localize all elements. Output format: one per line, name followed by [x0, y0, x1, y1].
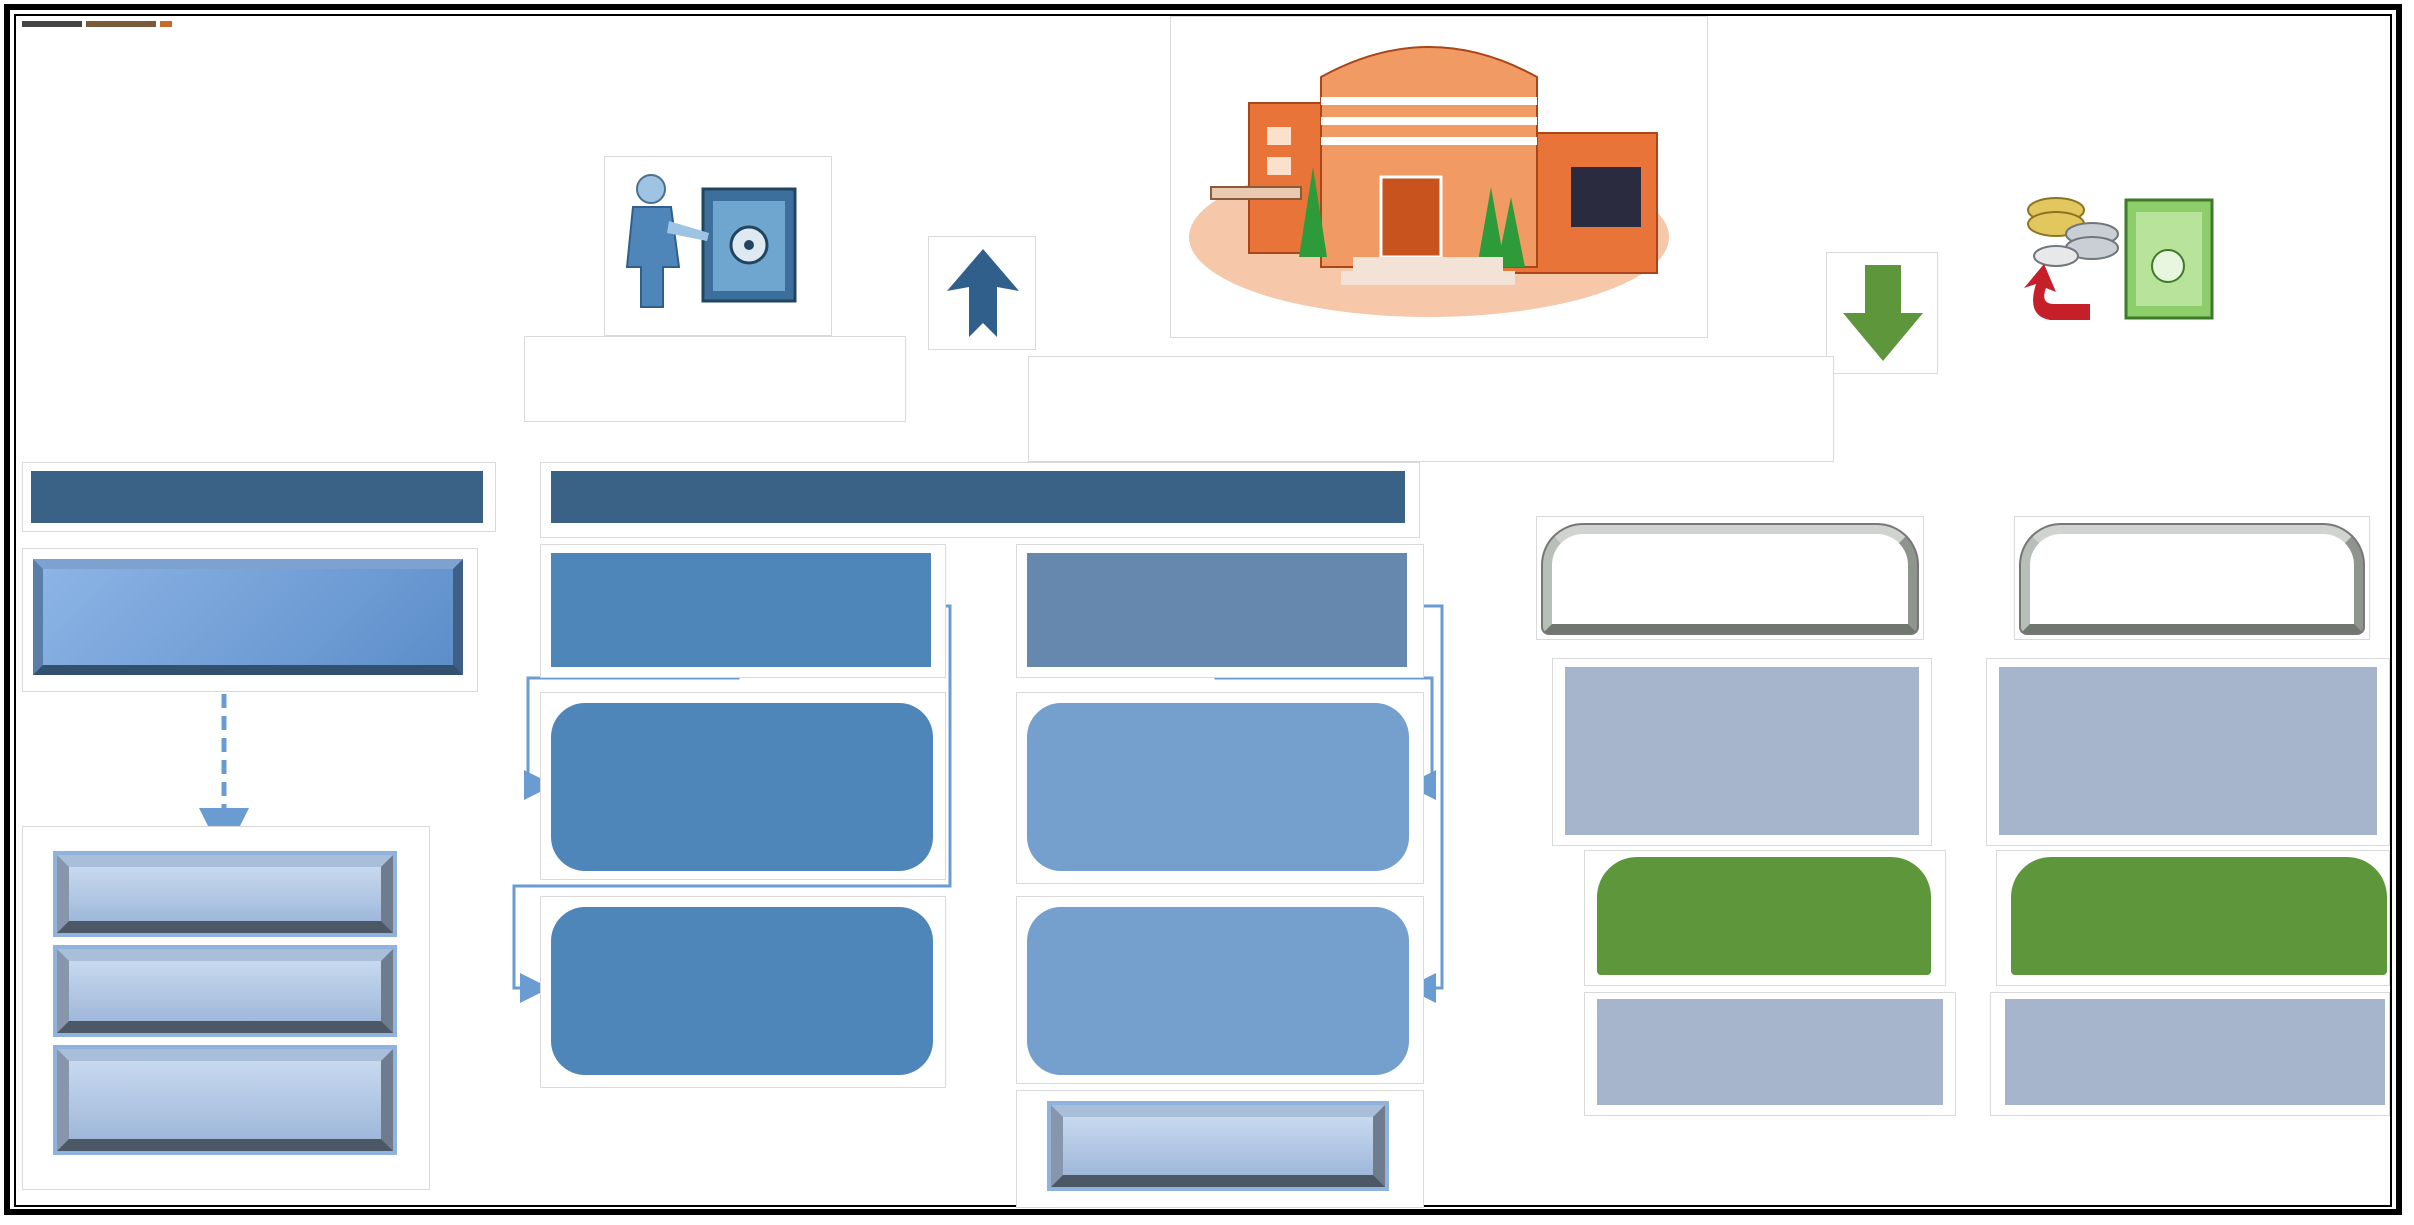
steel-extra-box	[1051, 1105, 1385, 1187]
right-a-gray-container	[1552, 658, 1932, 846]
steel-mid-box	[1027, 703, 1409, 871]
right-a-gray-box	[1565, 667, 1919, 835]
right-a-green-box	[1597, 857, 1931, 975]
blue-mid-box	[551, 703, 933, 871]
blue-bottom-container	[540, 896, 946, 1088]
blue-mid-container	[540, 692, 946, 880]
connector-steel-2	[1406, 604, 1444, 1003]
outer-frame	[4, 4, 2402, 1215]
right-a-header-box	[1543, 525, 1917, 633]
middle-header-bar	[551, 471, 1405, 523]
right-b-gray-container	[1986, 658, 2390, 846]
left-list-item-3	[57, 1049, 393, 1151]
left-list-item-1	[57, 855, 393, 933]
up-arrow-icon	[928, 236, 1036, 350]
left-header-container	[22, 462, 496, 532]
left-header-bar	[31, 471, 483, 523]
steel-extra-container	[1016, 1090, 1424, 1208]
blue-top-container	[540, 544, 946, 678]
steel-top-box	[1027, 553, 1407, 667]
left-list-container	[22, 826, 430, 1190]
left-caption	[524, 336, 906, 422]
right-b-bottom-container	[1990, 992, 2390, 1116]
connector-blue-2	[512, 604, 952, 1003]
coins-to-safe-icon	[2016, 180, 2228, 350]
right-b-green-container	[1996, 850, 2390, 986]
steel-top-container	[1016, 544, 1424, 678]
left-list-item-2	[57, 949, 393, 1033]
left-primary-box	[33, 559, 463, 675]
right-a-bottom-container	[1584, 992, 1956, 1116]
right-b-header-box	[2021, 525, 2363, 633]
right-caption	[1028, 356, 1834, 462]
steel-bottom-box	[1027, 907, 1409, 1075]
right-a-header-container	[1536, 516, 1924, 640]
left-primary-container	[22, 548, 478, 692]
right-a-bottom-box	[1597, 999, 1943, 1105]
steel-mid-container	[1016, 692, 1424, 884]
blue-top-box	[551, 553, 931, 667]
right-b-bottom-box	[2005, 999, 2385, 1105]
steel-bottom-container	[1016, 896, 1424, 1084]
right-b-header-container	[2014, 516, 2370, 640]
right-a-green-container	[1584, 850, 1946, 986]
down-arrow-icon	[1826, 252, 1938, 374]
right-b-gray-box	[1999, 667, 2377, 835]
blue-bottom-box	[551, 907, 933, 1075]
person-at-safe-icon	[604, 156, 832, 336]
middle-header-container	[540, 462, 1420, 538]
building-icon	[1170, 16, 1708, 338]
top-artifacts	[22, 14, 176, 27]
right-b-green-box	[2011, 857, 2387, 975]
